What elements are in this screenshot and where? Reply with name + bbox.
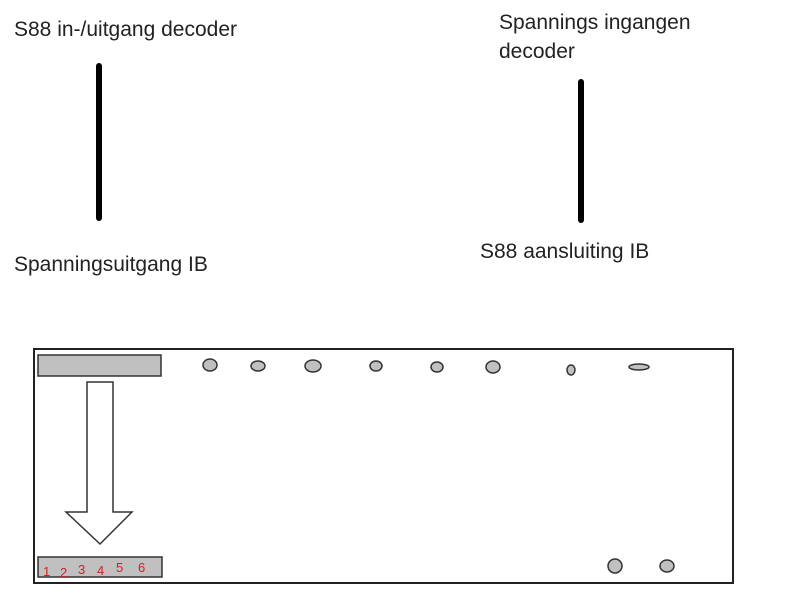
label-decoder: decoder bbox=[499, 40, 575, 63]
pin-label-6: 6 bbox=[138, 560, 145, 575]
connector-pin-labels: 1 2 3 4 5 6 bbox=[43, 560, 145, 580]
component-10 bbox=[659, 559, 675, 573]
label-spanningsuitgang-ib: Spanningsuitgang IB bbox=[14, 253, 208, 276]
pin-label-1: 1 bbox=[43, 564, 50, 579]
pin-label-3: 3 bbox=[78, 562, 85, 577]
component-9 bbox=[607, 558, 623, 574]
top-connector-block bbox=[37, 354, 162, 377]
pin-label-4: 4 bbox=[97, 563, 104, 578]
component-5 bbox=[430, 361, 444, 373]
bottom-connector-block bbox=[37, 556, 163, 578]
component-3 bbox=[304, 359, 322, 373]
component-7 bbox=[566, 364, 576, 376]
component-2 bbox=[250, 360, 266, 372]
label-s88-aansluiting-ib: S88 aansluiting IB bbox=[480, 240, 650, 263]
down-arrow bbox=[64, 381, 134, 546]
label-s88-in-uitgang-decoder: S88 in-/uitgang decoder bbox=[14, 18, 237, 41]
pin-label-2: 2 bbox=[60, 565, 67, 580]
component-1 bbox=[202, 358, 218, 372]
component-4 bbox=[369, 360, 383, 372]
component-8 bbox=[628, 363, 650, 371]
decoder-board bbox=[33, 348, 734, 584]
pin-label-5: 5 bbox=[116, 560, 123, 575]
label-spannings-ingangen: Spannings ingangen bbox=[499, 11, 691, 34]
component-6 bbox=[485, 360, 501, 374]
